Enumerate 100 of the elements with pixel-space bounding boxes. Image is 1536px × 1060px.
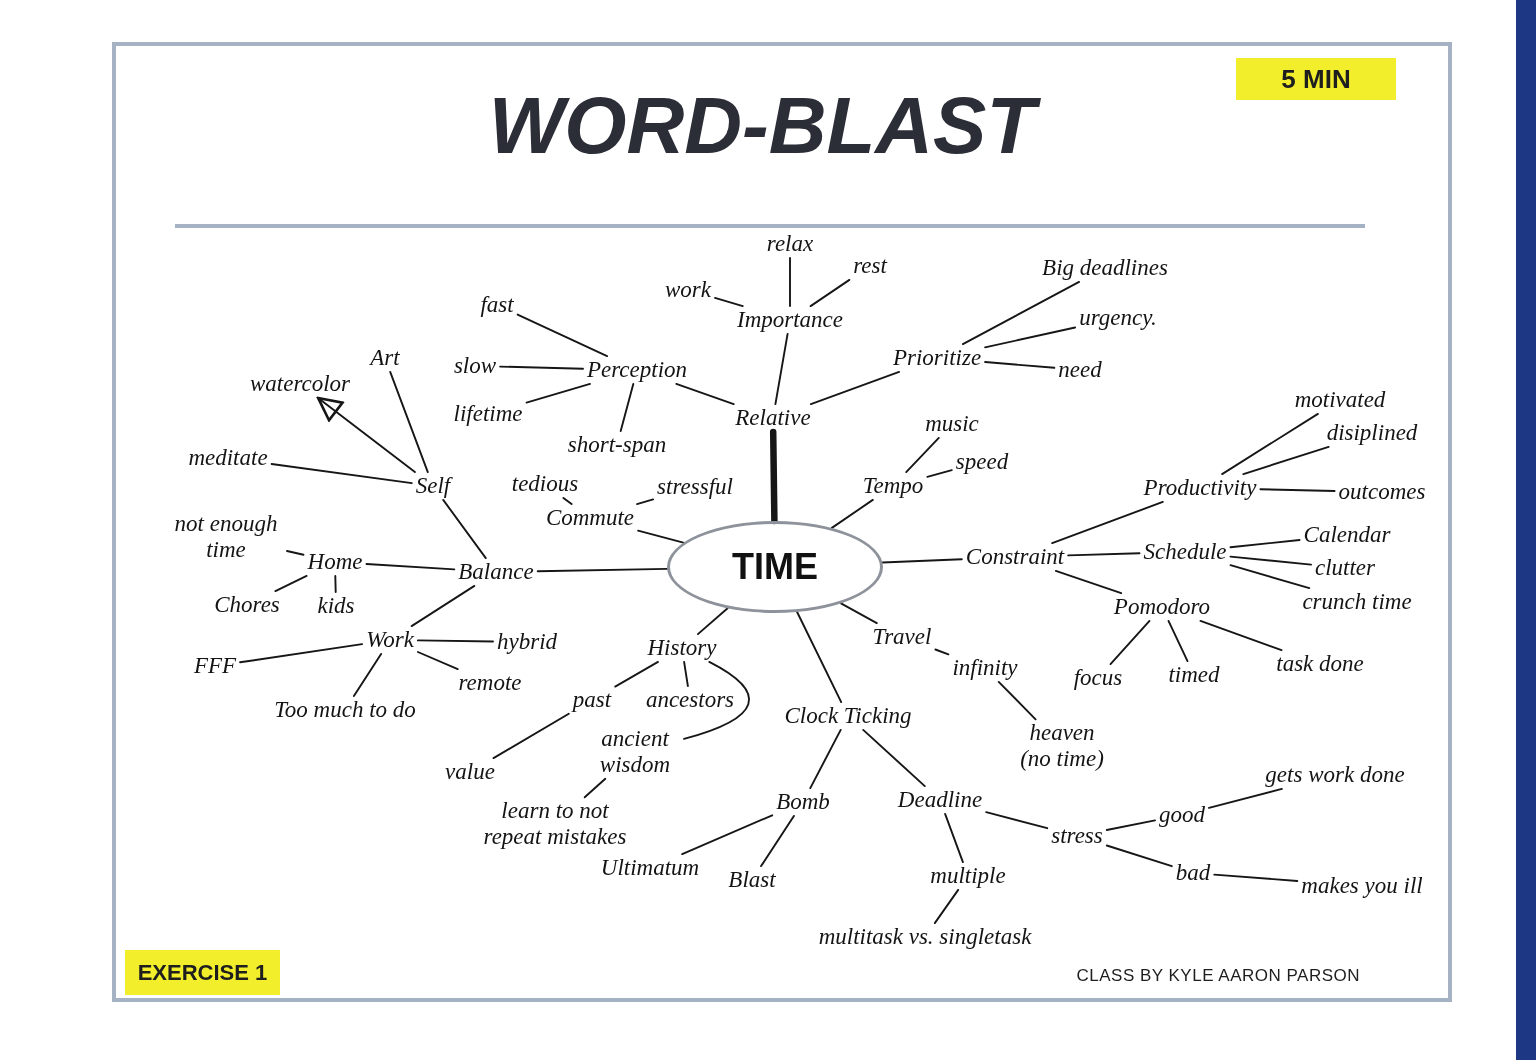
branch-word: ancestors <box>641 686 739 714</box>
connector-line <box>789 256 791 308</box>
duration-tag: 5 MIN <box>1236 58 1396 100</box>
branch-word: Self <box>411 472 455 500</box>
branch-word: stressful <box>653 473 737 501</box>
branch-word: Too much to do <box>270 696 420 724</box>
branch-word: task done <box>1272 650 1368 678</box>
branch-word: tedious <box>507 470 583 498</box>
branch-word: fast <box>476 291 518 319</box>
branch-word: Deadline <box>893 786 987 814</box>
branch-word: Work <box>362 626 418 654</box>
connector-line <box>1199 619 1283 652</box>
branch-word: Bomb <box>772 788 834 816</box>
branch-word: Travel <box>868 623 936 651</box>
connector-line <box>984 326 1077 349</box>
branch-word: crunch time <box>1298 588 1416 616</box>
connector-line <box>492 712 570 760</box>
branch-word: Constraint <box>961 543 1069 571</box>
connector-line <box>809 278 851 308</box>
branch-word: Chores <box>210 591 284 619</box>
connector-line <box>961 280 1081 346</box>
branch-word: makes you ill <box>1297 872 1427 900</box>
connector-line <box>984 361 1056 369</box>
connector-line <box>636 498 655 506</box>
connector-line <box>881 558 963 564</box>
connector-line <box>583 777 607 799</box>
connector-line <box>681 814 774 856</box>
branch-word: Relative <box>731 404 815 432</box>
connector-line <box>997 680 1037 721</box>
connector-line <box>274 574 308 593</box>
branch-word: learn to not repeat mistakes <box>471 797 639 851</box>
branch-word: Perception <box>582 356 692 384</box>
connector-line <box>416 651 459 671</box>
connector-line <box>714 296 744 308</box>
connector-line <box>614 660 659 688</box>
branch-word: motivated <box>1290 386 1390 414</box>
connector-line <box>389 370 429 474</box>
connector-line <box>1105 844 1173 868</box>
connector-line <box>525 382 591 404</box>
connector-line <box>1213 873 1299 882</box>
connector-line <box>1242 445 1330 476</box>
branch-word: hybrid <box>492 628 562 656</box>
connector-line <box>1208 787 1283 809</box>
connector-line <box>985 811 1049 830</box>
branch-word: Balance <box>454 558 538 586</box>
branch-word: disiplined <box>1322 419 1422 447</box>
connector-line <box>796 611 843 704</box>
central-topic-ellipse: TIME <box>667 521 883 613</box>
branch-word: lifetime <box>449 400 527 428</box>
connector-line <box>239 643 364 664</box>
branch-word: Calendar <box>1299 521 1395 549</box>
branch-word: short-span <box>563 431 671 459</box>
connector-line <box>1051 500 1164 545</box>
branch-word: Pomodoro <box>1109 593 1215 621</box>
branch-word: Ultimatum <box>596 854 704 882</box>
connector-line <box>1067 552 1141 557</box>
branch-word: multiple <box>926 862 1010 890</box>
connector-line <box>774 332 789 406</box>
connector-line <box>1221 412 1319 476</box>
branch-word: timed <box>1164 661 1224 689</box>
branch-word: Blast <box>724 866 780 894</box>
branch-word: gets work done <box>1261 761 1409 789</box>
connector-line <box>934 648 950 656</box>
branch-word: Home <box>303 548 367 576</box>
connector-line <box>365 563 456 571</box>
connector-line <box>675 382 735 406</box>
connector-line <box>683 660 750 740</box>
branch-word: Big deadlines <box>1038 254 1172 282</box>
connector-line <box>352 652 383 698</box>
branch-word: music <box>921 410 983 438</box>
branch-word: Prioritize <box>888 344 986 372</box>
connector-line <box>334 574 337 594</box>
branch-word: focus <box>1069 664 1127 692</box>
branch-word: FFF <box>189 652 241 680</box>
branch-word: outcomes <box>1334 478 1430 506</box>
connector-line <box>1167 619 1189 663</box>
branch-word: urgency. <box>1075 304 1161 332</box>
branch-word: watercolor <box>245 370 355 398</box>
connector-line <box>286 550 305 556</box>
connector-line <box>1105 819 1156 831</box>
connector-line <box>499 365 584 370</box>
connector-line <box>696 607 729 636</box>
branch-word: ancient wisdom <box>586 725 684 779</box>
branch-word: stress <box>1047 822 1107 850</box>
branch-word: speed <box>951 448 1013 476</box>
branch-word: History <box>643 634 721 662</box>
connector-line <box>562 496 573 506</box>
branch-word: infinity <box>948 654 1022 682</box>
branch-word: past <box>568 686 616 714</box>
branch-word: heaven (no time) <box>1010 719 1114 773</box>
branch-word: Schedule <box>1139 538 1231 566</box>
connector-line <box>1229 564 1311 590</box>
connector-line <box>926 469 953 478</box>
branch-word: meditate <box>184 444 272 472</box>
connector-line <box>516 313 609 358</box>
branch-word: slow <box>449 352 501 380</box>
credit-line: CLASS BY KYLE AARON PARSON <box>1076 966 1360 986</box>
arrow <box>316 396 416 474</box>
branch-word: multitask vs. singletask <box>814 923 1036 951</box>
connector-line <box>840 602 878 625</box>
